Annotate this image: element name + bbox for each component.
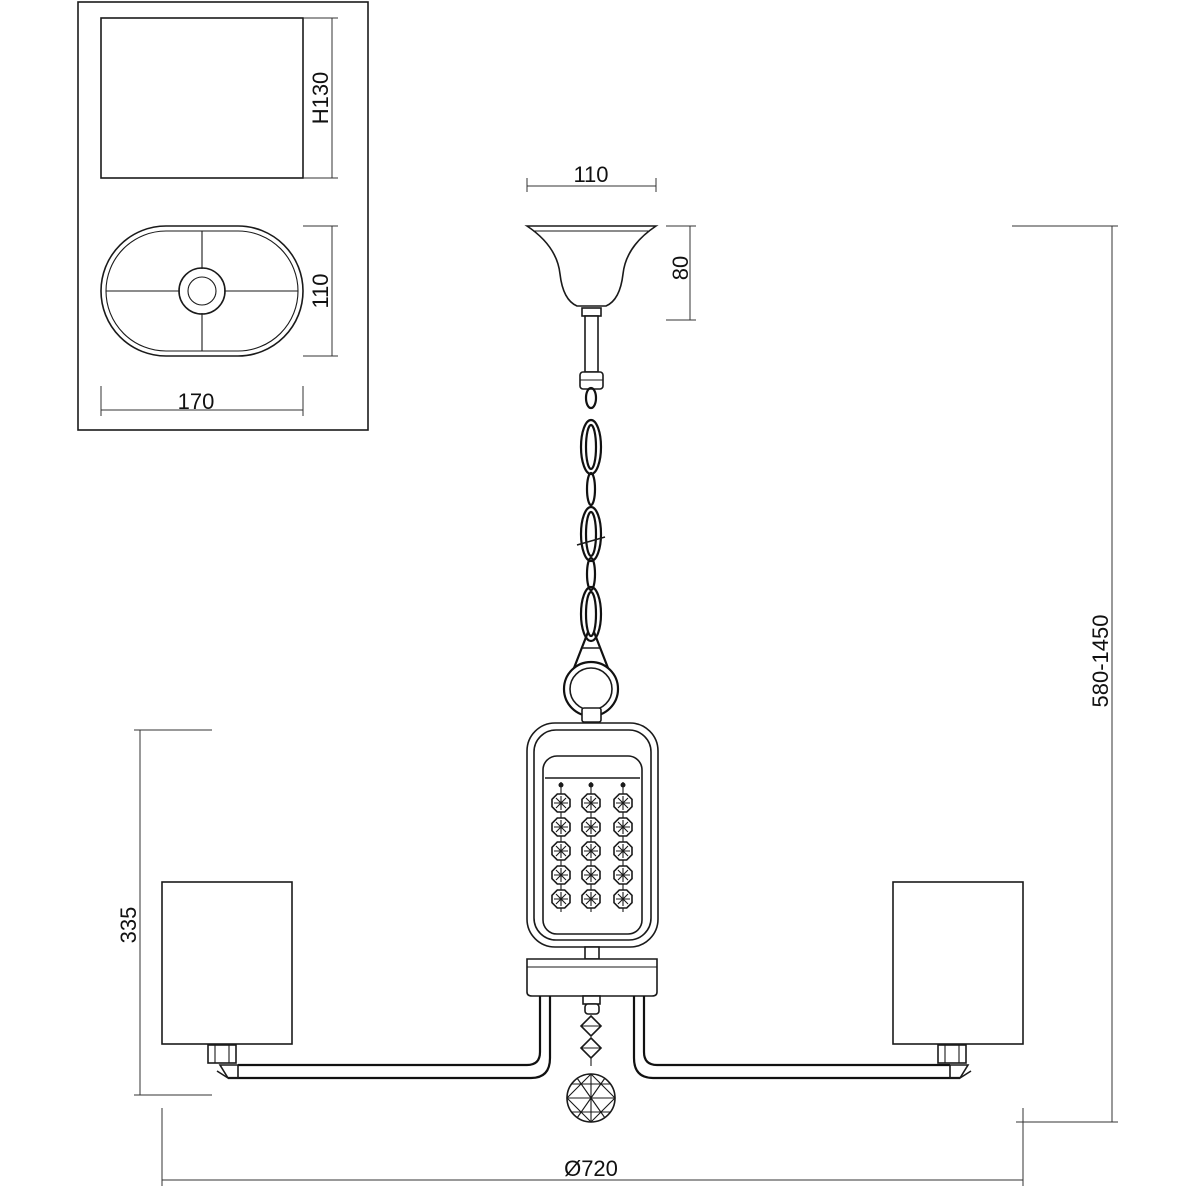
- diameter-label: Ø720: [564, 1156, 618, 1181]
- crystal-bead: [620, 782, 626, 788]
- inset-frame: [77, 1, 369, 431]
- crystal-facet: [554, 868, 568, 882]
- arm-height-dimension: 335: [116, 729, 212, 1096]
- crystal-strands: [551, 782, 633, 912]
- ceiling-canopy: [524, 225, 659, 317]
- crystal-facet: [554, 796, 568, 810]
- diameter-dimension: Ø720: [161, 1108, 1024, 1186]
- crystal-facet: [554, 820, 568, 834]
- shade-detail-inset: H130 110 170: [77, 1, 369, 431]
- crystal-facet: [554, 892, 568, 906]
- crystal-facet: [616, 844, 630, 858]
- crystal-bead: [558, 782, 564, 788]
- crystal-facet: [554, 844, 568, 858]
- crystal-pendant: [566, 1003, 616, 1123]
- crystal-facet: [584, 844, 598, 858]
- right-arm: [632, 996, 972, 1080]
- canopy-height-dimension: 80: [666, 225, 696, 321]
- crystal-facet: [584, 868, 598, 882]
- crystal-facet: [584, 892, 598, 906]
- crystal-facet: [616, 796, 630, 810]
- canopy-width-dimension: 110: [526, 162, 657, 192]
- left-arm: [207, 996, 552, 1080]
- arm-height-label: 335: [116, 907, 141, 944]
- center-body: [526, 946, 658, 1005]
- right-shade: [892, 881, 1024, 1045]
- crystal-cage: [526, 722, 659, 948]
- shade-width-dimension: 170: [100, 386, 304, 416]
- shade-height-label: H130: [308, 72, 333, 125]
- crystal-facet: [616, 820, 630, 834]
- crystal-facet: [616, 892, 630, 906]
- crystal-facet: [584, 796, 598, 810]
- canopy-width-label: 110: [573, 162, 608, 187]
- canopy-height-label: 80: [668, 256, 693, 280]
- total-height-label: 580-1450: [1088, 615, 1113, 708]
- shade-top-view: [100, 225, 304, 357]
- hanging-chain: [562, 315, 620, 723]
- shade-height-dimension: H130: [303, 17, 338, 179]
- shade-depth-dimension: 110: [303, 225, 338, 357]
- shade-width-label: 170: [178, 389, 215, 414]
- shade-depth-label: 110: [308, 273, 333, 308]
- left-shade: [161, 881, 293, 1045]
- shade-side-view: [100, 17, 304, 179]
- total-height-dimension: 580-1450: [1012, 225, 1118, 1123]
- crystal-facet: [584, 820, 598, 834]
- crystal-facet: [616, 868, 630, 882]
- crystal-bead: [588, 782, 594, 788]
